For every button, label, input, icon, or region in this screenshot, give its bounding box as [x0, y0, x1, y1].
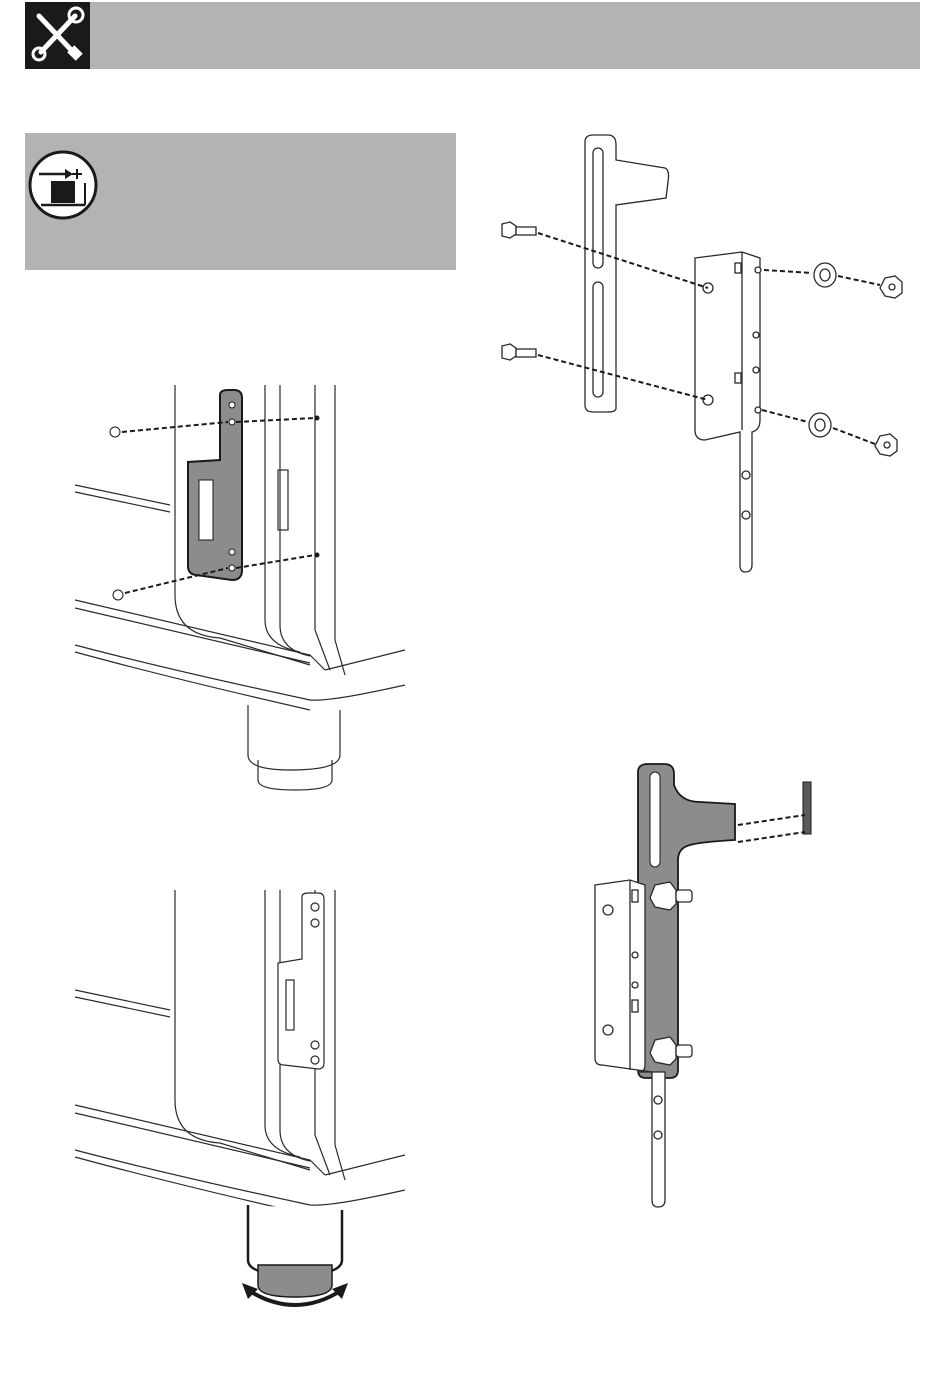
- bracket-assembly-figure: [490, 130, 920, 575]
- header-bar: [25, 2, 920, 69]
- tools-icon: [25, 2, 90, 69]
- bracket-wall-fix-figure: [590, 760, 850, 1210]
- appliance-alignment-icon: [27, 143, 107, 223]
- notice-box: [25, 133, 456, 270]
- oven-bracket-mount-figure: [70, 380, 410, 800]
- oven-foot-adjust-figure: [70, 885, 410, 1315]
